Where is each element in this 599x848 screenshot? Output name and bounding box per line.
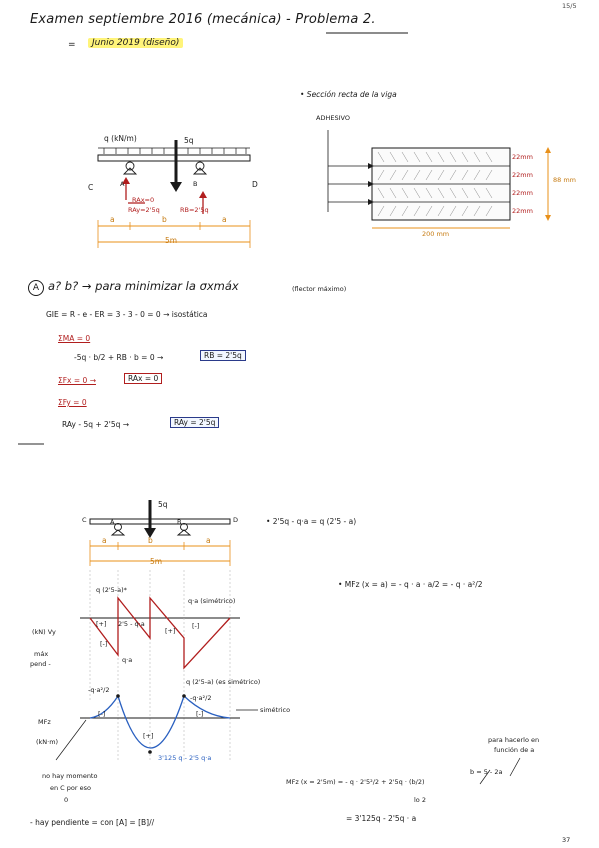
bottom-label-d: D [233,516,239,524]
bottom-dim-b: b [148,536,153,545]
top-beam-drawing [97,140,251,248]
subtitle: Junio 2019 (diseño) [88,38,184,48]
adhesive-label: ADHESIVO [316,114,350,122]
part-a-heading: a? b? → para minimizar la σxmáx [48,279,239,293]
dim-b: b [162,215,167,224]
mf-tag-3: [-] [196,710,204,718]
result-rax: RAx = 0 [124,373,163,384]
dim-a1: a [110,215,115,224]
bottom-beam-drawing [89,500,231,566]
mf-label: MFz [38,718,51,726]
v-qa: q·a [122,656,133,664]
gie-line: GIE = R - e - ER = 3 - 3 - 0 = 0 → isost… [46,310,208,319]
label-c: C [88,183,94,192]
layer-2: 22mm [512,171,533,179]
cross-section-drawing [327,130,551,229]
v-tag-3: [-] [192,622,200,630]
v-mid-right: q (2'5-a) (es simétrico) [186,678,261,686]
layer-4: 22mm [512,207,533,215]
mf-unit: (kN·m) [36,738,59,746]
moment-diagram [80,694,240,754]
ray-label: RAy=2'5q [128,206,160,214]
mf-mid: 3'125 q - 2'5 q·a [158,754,212,762]
side-note-2: función de a [494,746,535,754]
rax-label: RAx=0 [132,196,155,204]
pendiente-note: - hay pendiente = con [A] = [B]// [30,818,155,827]
v-tag-4: [-] [100,640,108,648]
load-label: q (kN/m) [104,134,137,143]
note-c-3: 0 [64,796,69,804]
shear-note: • 2'5q - q·a = q (2'5 - a) [266,517,357,526]
layer-1: 22mm [512,153,533,161]
v-tag-2: [+] [165,627,176,635]
shear-diagram [80,570,240,760]
label-d: D [252,180,258,189]
vy-note-2: pend - [30,660,51,668]
vy-note-1: máx [34,650,49,658]
rb-label: RB=2'5q [180,206,209,214]
layer-3: 22mm [512,189,533,197]
page-title: Examen septiembre 2016 (mecánica) - Prob… [30,12,376,27]
bottom-label-b: B [177,518,182,526]
mfz-eq-2: MFz (x = 2'5m) = - q · 2'5²/2 + 2'5q · (… [286,778,425,786]
mfz-eq-1: • MFz (x = a) = - q · a · a/2 = - q · a²… [338,580,483,589]
mf-tag-1: [-] [98,710,106,718]
note-c-1: no hay momento [42,772,98,780]
bottom-dim-a2: a [206,536,211,545]
b-relation: b = 5 - 2a [470,768,503,776]
dim-a2: a [222,215,227,224]
bottom-label-c: C [82,516,87,524]
under-note: lo 2 [414,796,426,804]
point-load-label: 5q [184,136,194,145]
point-load-bottom: 5q [158,500,168,509]
eq-vertical: RAy - 5q + 2'5q → [62,420,130,429]
part-a-number: A [28,280,44,296]
mf-left: -q·a²/2 [88,686,110,694]
final-result: = 3'125q - 2'5q · a [346,814,417,823]
section-height: 88 mm [553,176,577,184]
v-val-1: 2'5 - q·a [118,620,145,628]
v-top-right: q·a (simétrico) [188,597,236,605]
part-a-note: (flector máximo) [292,285,347,293]
total-length: 5m [165,236,178,245]
note-c-2: en C por eso [50,784,91,792]
sum-ma: ΣMA = 0 [58,334,91,343]
section-width: 200 mm [422,230,450,238]
label-a: A [120,180,125,188]
v-top-left: q (2'5-a)* [96,586,127,594]
side-note-1: para hacerlo en [488,736,540,744]
bottom-dim-a1: a [102,536,107,545]
mf-right: -q·a²/2 [190,694,212,702]
bottom-label-a: A [110,518,115,526]
corner-date: 15/5 [562,2,577,10]
sum-fy: ΣFy = 0 [58,398,87,407]
mf-sym: simétrico [260,706,291,714]
page-number: 37 [562,836,571,844]
subtitle-prefix: = [68,40,76,50]
label-b: B [193,180,198,188]
result-ray: RAy = 2'5q [170,417,220,428]
section-title: • Sección recta de la viga [300,90,397,99]
eq-moment: -5q · b/2 + RB · b = 0 → [74,353,164,362]
vy-label: (kN) Vy [32,628,56,636]
v-tag-1: [+] [96,620,107,628]
bottom-total: 5m [150,557,163,566]
mf-tag-2: [+] [143,732,154,740]
sum-fx: ΣFx = 0 → [58,376,96,385]
result-rb: RB = 2'5q [200,350,246,361]
